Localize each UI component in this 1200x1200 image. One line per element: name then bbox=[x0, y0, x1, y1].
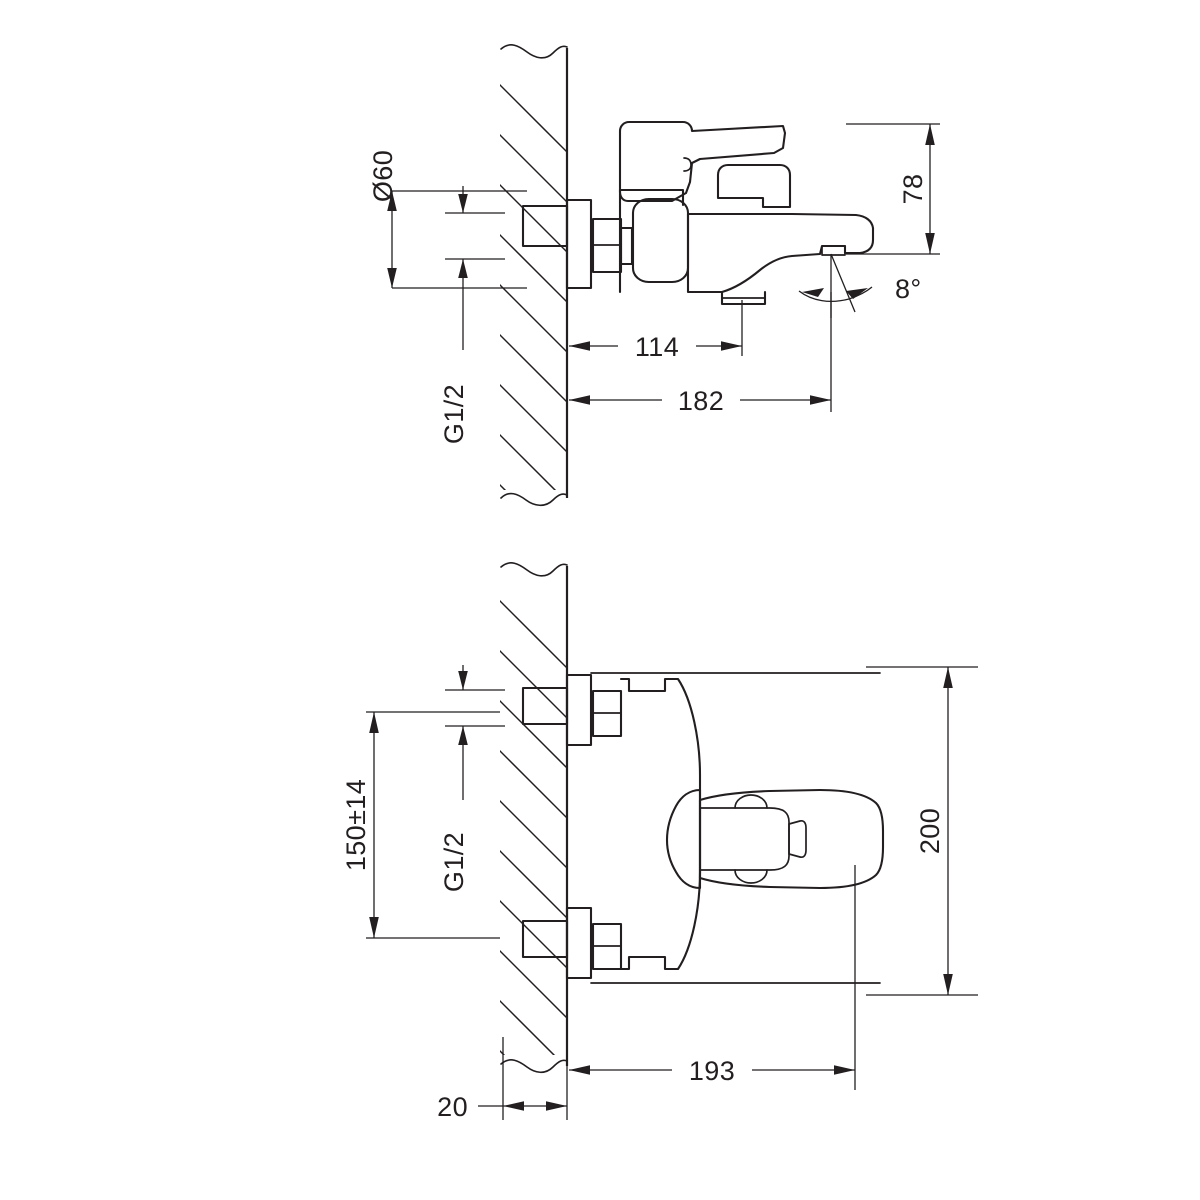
dia60-label: Ø60 bbox=[368, 150, 398, 202]
handle-shaft-front bbox=[699, 807, 790, 871]
d78-arrow-bottom bbox=[925, 233, 935, 254]
d150-label: 150±14 bbox=[341, 779, 371, 871]
d114-arrow-right bbox=[721, 341, 742, 351]
body-top-edge bbox=[618, 188, 685, 207]
dimension-150: 150±14 bbox=[341, 711, 500, 939]
d182-arrow-left bbox=[569, 395, 590, 405]
d200-arrow-top bbox=[943, 667, 953, 688]
dia60-arrow-top bbox=[387, 191, 397, 211]
d8-inclined-leg bbox=[830, 253, 856, 313]
inlet-shoulder-upper bbox=[619, 226, 634, 266]
faucet-body-front bbox=[590, 672, 885, 984]
wall-hatching-lower bbox=[500, 578, 567, 1055]
g12top-label: G1/2 bbox=[439, 384, 469, 444]
d182-text-mask bbox=[662, 384, 740, 416]
g12bot-arrow-bottom bbox=[458, 726, 468, 745]
dimension-78: 78 bbox=[846, 123, 940, 255]
d200-arrow-bottom bbox=[943, 974, 953, 995]
wall-break-bottom-upper bbox=[500, 492, 568, 507]
hex-union-nut-top-front bbox=[591, 689, 623, 738]
dimension-g12-bottom: G1/2 bbox=[439, 665, 505, 892]
d200-label: 200 bbox=[915, 808, 945, 854]
escutcheon-flange-top-front bbox=[565, 673, 593, 747]
d193-text-mask bbox=[672, 1054, 752, 1086]
g12top-arrow-bottom bbox=[458, 259, 468, 278]
d8-arc bbox=[798, 286, 873, 302]
diverter-knob-side bbox=[716, 163, 792, 209]
d8-arrow-left bbox=[802, 288, 824, 297]
pipe-stub-upper bbox=[521, 204, 569, 248]
pivot-arc-top-front bbox=[734, 794, 768, 809]
wall-break-bottom-lower bbox=[500, 1059, 568, 1074]
dimension-dia60: Ø60 bbox=[368, 150, 527, 289]
dimension-20: 20 bbox=[437, 1037, 568, 1122]
dia60-arrow-bottom bbox=[387, 268, 397, 288]
faucet-body-side bbox=[618, 120, 875, 306]
lever-pivot-detail bbox=[683, 157, 692, 172]
d114-arrow-left bbox=[569, 341, 590, 351]
dimension-200: 200 bbox=[866, 666, 978, 996]
d114-text-mask bbox=[618, 330, 696, 362]
body-outer-front bbox=[619, 677, 702, 971]
pipe-stub-bottom-front bbox=[521, 919, 569, 959]
pipe-stub-top-front bbox=[521, 686, 569, 726]
d78-arrow-top bbox=[925, 124, 935, 145]
d20-arrow-right bbox=[546, 1101, 567, 1111]
d20-arrow-left bbox=[503, 1101, 524, 1111]
pivot-arc-bottom-front bbox=[734, 869, 768, 884]
d182-arrow-right bbox=[810, 395, 831, 405]
d193-arrow-right bbox=[834, 1065, 855, 1075]
d78-label: 78 bbox=[898, 174, 928, 205]
dimension-114: 114 bbox=[569, 300, 743, 362]
lever-handle-front bbox=[698, 788, 885, 890]
cartridge-cap-side bbox=[631, 197, 690, 284]
g12top-arrow-top bbox=[458, 194, 468, 213]
front-view-group: 150±14 G1/2 200 bbox=[341, 562, 978, 1122]
aerator-lip-side bbox=[821, 245, 846, 256]
d20-label: 20 bbox=[437, 1092, 468, 1122]
d150-arrow-top bbox=[369, 712, 379, 733]
d8-arrow-right bbox=[846, 288, 868, 299]
wall-hatching-upper bbox=[500, 58, 567, 490]
inlet-connector-top-front bbox=[521, 673, 623, 747]
d8-label: 8° bbox=[895, 274, 922, 304]
inlet-connector-bottom-front bbox=[521, 906, 623, 980]
d114-label: 114 bbox=[635, 332, 679, 362]
d182-label: 182 bbox=[678, 386, 724, 416]
d150-arrow-bottom bbox=[369, 917, 379, 938]
dimension-g12-top: G1/2 bbox=[439, 186, 505, 444]
g12bot-label: G1/2 bbox=[439, 832, 469, 892]
escutcheon-flange-upper bbox=[565, 198, 593, 290]
dimension-8deg: 8° bbox=[798, 253, 922, 318]
d193-label: 193 bbox=[689, 1056, 735, 1086]
g12bot-arrow-top bbox=[458, 671, 468, 690]
handle-end-knob-front bbox=[788, 819, 807, 859]
wall-break-top-upper bbox=[500, 44, 568, 59]
side-view-group: Ø60 G1/2 78 bbox=[368, 44, 940, 507]
dimension-182: 182 bbox=[569, 292, 832, 416]
wall-section-upper bbox=[500, 44, 569, 507]
lever-handle-upper-arm bbox=[618, 120, 787, 203]
wall-break-top-lower bbox=[500, 562, 568, 577]
escutcheon-flange-bottom-front bbox=[565, 906, 593, 980]
wall-section-lower bbox=[500, 562, 569, 1074]
cartridge-bulb-front bbox=[665, 788, 702, 890]
d193-arrow-left bbox=[569, 1065, 590, 1075]
dimension-193: 193 bbox=[569, 865, 856, 1090]
